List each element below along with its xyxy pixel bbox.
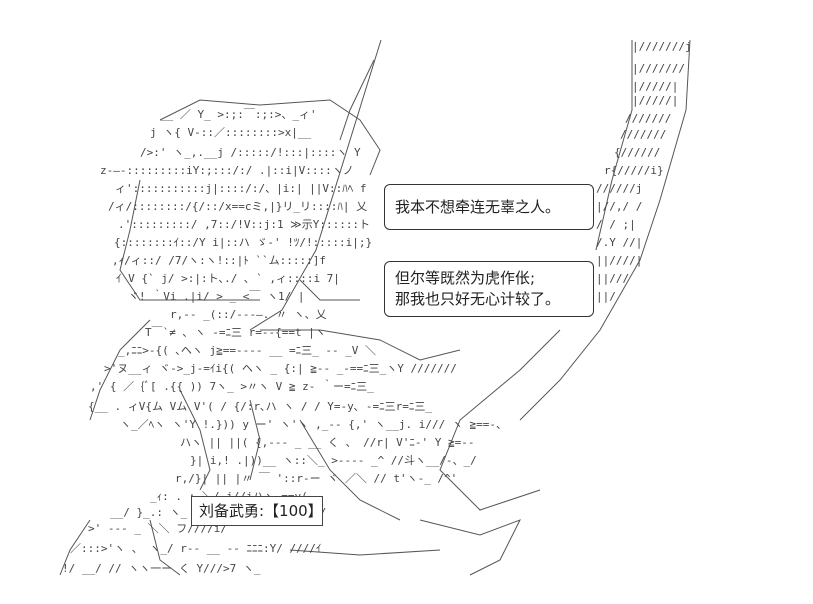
glyph-row: ,' { ／ {ﾞ[ .{{ )) 7ヽ_ >〃ヽ V ≧ z- ｀ー=ﾆ三_ <box>90 378 374 393</box>
glyph-row: ,ｨ/ィ::/ /7/ヽ:ヽ!::|ﾄ ``ム:::::]f <box>112 254 326 267</box>
glyph-row: ||/ <box>596 290 616 303</box>
banner-edge-inner <box>595 40 633 251</box>
glyph-row: ||////| <box>596 254 642 267</box>
speech-bubble-top: 我本不想牵连无辜之人。 <box>384 184 594 230</box>
glyph-row: /ィ/::::::::/{/::/x==cミ,|}リ_リ::::ﾊ| 乂 <box>108 200 367 213</box>
ribbon-lower <box>439 329 561 511</box>
figure-shoulder <box>260 329 461 361</box>
banner-left-edge <box>249 39 382 331</box>
glyph-row: .':::::::::/ ,7::/!V::j:1 ≫示Y::::::ト <box>118 218 370 231</box>
glyph-row: ｲ V {` j/ >:|:ト､./ ､ ` ,ィ::::i 7| <box>116 272 340 285</box>
speech-line-3: 那我也只好无心计较了。 <box>395 290 561 308</box>
glyph-row: _,ﾆﾆ>-{( ､ヘヽ j≧==---- __ =ﾆ三_ -- _V ＼ <box>118 344 376 357</box>
glyph-row: ハヽ || ||( {,--- _ __ く 、 //r| V'ﾆ-' Y ≧=… <box>180 436 475 449</box>
glyph-row: |/////| <box>632 80 678 93</box>
glyph-row: //////j <box>596 182 642 195</box>
stat-label-box: 刘备武勇:【100】 <box>191 496 323 526</box>
glyph-row: |//,/ / <box>596 200 642 213</box>
glyph-row: /////// <box>625 112 671 125</box>
ground-line <box>289 549 441 556</box>
figure-leg-right <box>149 519 181 576</box>
glyph-row: ヾ! ｀Vi .|i/ > _ <￣ ヽ1/ | <box>128 288 304 303</box>
glyph-row: {::::::::ｲ::/Y i|::ハ ゞ-' !ﾂ/!:::::i|;} <box>114 236 372 249</box>
speech-bubble-bottom: 但尔等既然为虎作伥; 那我也只好无心计较了。 <box>384 261 594 317</box>
art-strokes <box>59 39 691 576</box>
banner-edge-right <box>519 39 691 421</box>
glyph-row: z-―-:::::::::iY:;:::/:/ .|::i|V::::ヽノ <box>100 164 354 177</box>
figure-arm-2 <box>249 399 261 481</box>
figure-arm <box>179 389 211 491</box>
figure-cape <box>299 419 401 521</box>
glyph-row: }| i,! .|))__ ヽ::＼_ >---- _^ //斗ヽ__/-、_/ <box>190 454 477 467</box>
figure-body <box>89 319 151 421</box>
glyph-row: >'ヌ__ィ ヾ->_j-=ｲi{( ヘヽ _ {:| ≧-- _-==ﾆ三_ヽ… <box>104 362 457 375</box>
glyph-row: />:' ヽ_,.__j /:::::/!:::|::::ヽ Y <box>140 146 361 159</box>
glyph-row: ヽ_／ﾍヽ ヽ'Y !.})) y ー' ヽ'ヽ ,_-- {,' ヽ__j. … <box>120 418 507 431</box>
figure-face <box>119 179 260 301</box>
ribbon-bottom <box>419 519 522 576</box>
speech-line-1: 我本不想牵连无辜之人。 <box>395 198 561 216</box>
glyph-row: /////// <box>620 128 666 141</box>
glyph-row: |/////| <box>632 94 678 107</box>
figure-jaw <box>299 279 360 301</box>
glyph-row: /.Y //| <box>596 236 642 249</box>
glyph-row: !/ __/ // ヽヽ一ー く Y///>7 ヽ_ <box>62 562 261 575</box>
glyph-row: |///////j <box>632 40 692 53</box>
banner-left-edge-2 <box>339 59 375 141</box>
glyph-row: __ ／ Y_ >:;:￣:;:>、_ィ' <box>160 107 317 121</box>
glyph-row: r{/////i} <box>604 164 664 177</box>
glyph-row: {__ . ィV{ム Vム V'( / {/:r､ハ ヽ / / Y=-y､ -… <box>88 400 432 413</box>
glyph-row: j ヽ{ V-::／::::::::>x|__ <box>150 126 311 139</box>
ascii-glyphs: |///////j |/////// |/////| |/////| /////… <box>62 40 692 575</box>
figure-hair <box>159 99 381 176</box>
glyph-row: ／:::>'ヽ 、 ヽ_/ r-- __ -- ﾆﾆﾆ:Y/ ////ｲ <box>70 542 321 555</box>
glyph-row: ィ':::::::::::j|::::/:/、|i:| ||V::ﾊﾍ f <box>115 182 367 195</box>
glyph-row: |/////// <box>632 62 685 75</box>
speech-line-2: 但尔等既然为虎作伥; <box>395 269 536 287</box>
glyph-row: {////// <box>614 146 660 159</box>
glyph-row: T￣`≠ ､ ヽ -=ﾆ三 r=--{==t |ヽ <box>145 325 326 339</box>
glyph-row: r,/}| || |〃 ￣ '::r-ー ヾ ／＼ // t'ヽ-_ /^' <box>175 471 457 485</box>
glyph-row: / / ;| <box>596 218 636 231</box>
glyph-row: ||/// <box>596 272 629 285</box>
stat-label: 刘备武勇:【100】 <box>199 502 323 520</box>
glyph-row: r,-- _(::/---―. 〃 ヽ、乂 <box>170 308 327 321</box>
figure-leg-left <box>59 519 91 576</box>
